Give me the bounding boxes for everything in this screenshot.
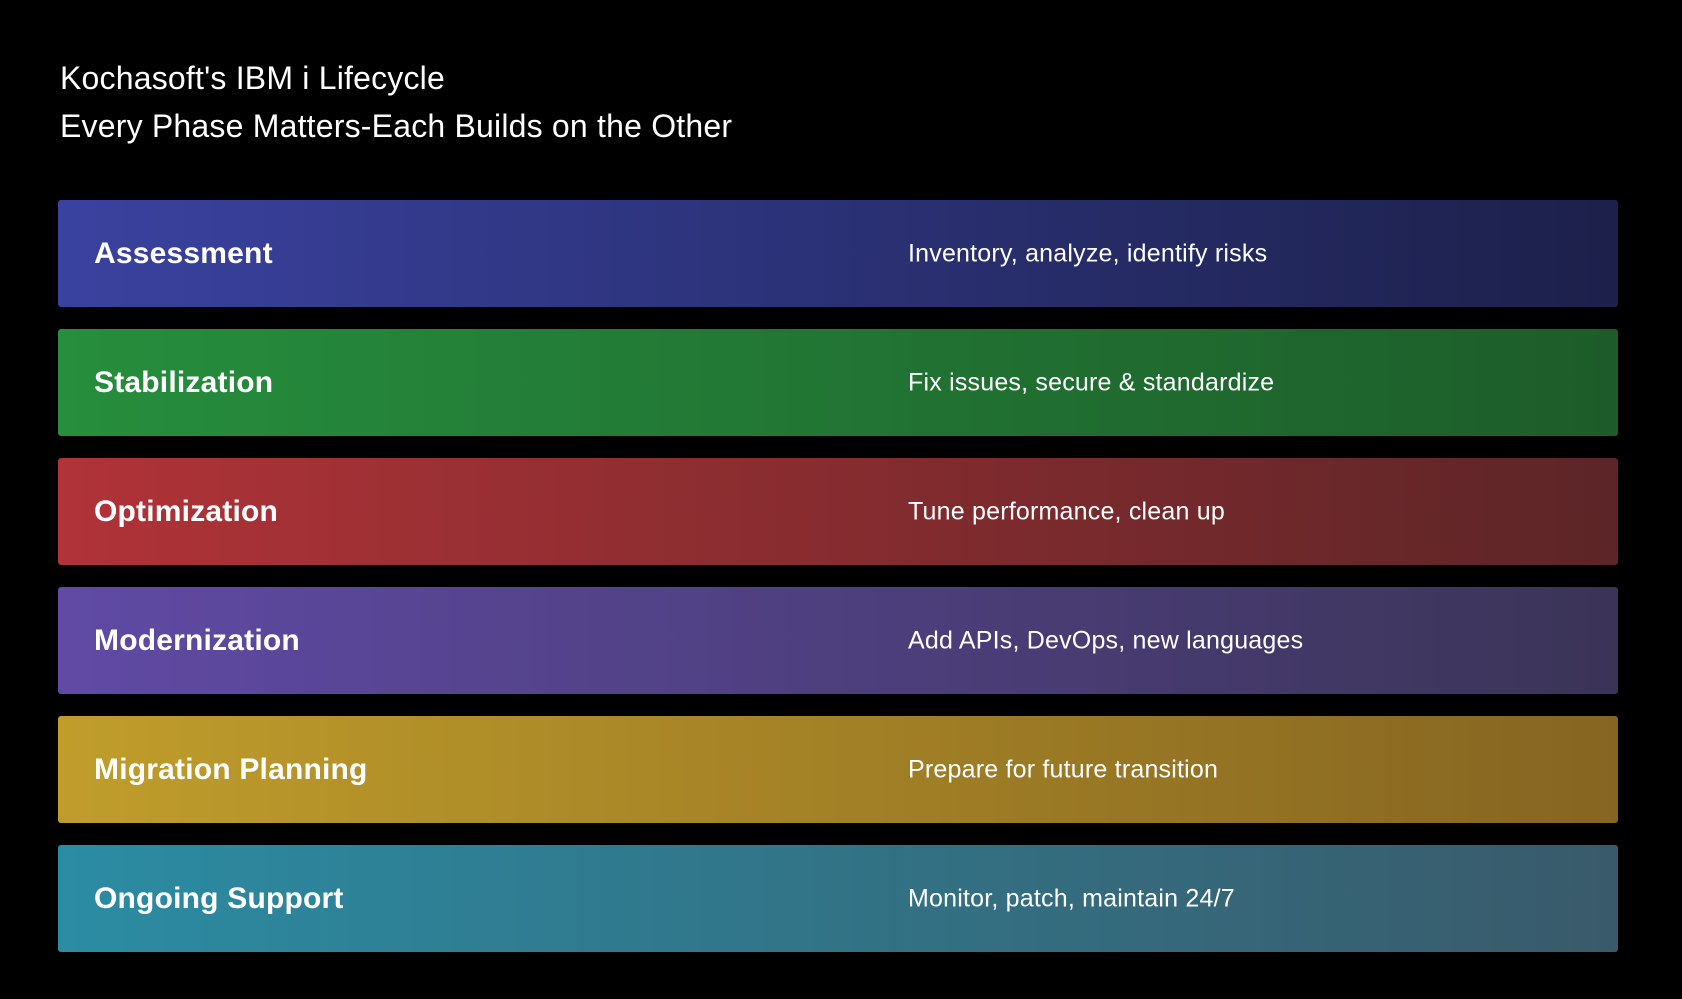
page-title-line2: Every Phase Matters-Each Builds on the O… <box>60 108 733 144</box>
phase-description: Tune performance, clean up <box>908 497 1225 525</box>
phase-description: Inventory, analyze, identify risks <box>908 239 1268 267</box>
phase-name: Assessment <box>94 236 273 270</box>
phase-name: Stabilization <box>94 365 274 399</box>
phase-row-assessment: Assessment Inventory, analyze, identify … <box>58 200 1618 307</box>
phase-description: Add APIs, DevOps, new languages <box>908 626 1304 654</box>
phase-description: Prepare for future transition <box>908 755 1219 783</box>
phase-row-stabilization: Stabilization Fix issues, secure & stand… <box>58 329 1618 436</box>
phase-description: Monitor, patch, maintain 24/7 <box>908 884 1235 912</box>
phase-description: Fix issues, secure & standardize <box>908 368 1275 396</box>
phase-name: Optimization <box>94 494 279 528</box>
phase-row-optimization: Optimization Tune performance, clean up <box>58 458 1618 565</box>
page-title: Kochasoft's IBM i Lifecycle Every Phase … <box>60 54 732 150</box>
phase-row-migration-planning: Migration Planning Prepare for future tr… <box>58 716 1618 823</box>
lifecycle-phase-list: Assessment Inventory, analyze, identify … <box>58 200 1618 974</box>
phase-row-ongoing-support: Ongoing Support Monitor, patch, maintain… <box>58 845 1618 952</box>
phase-name: Migration Planning <box>94 752 368 786</box>
phase-name: Modernization <box>94 623 300 657</box>
phase-row-modernization: Modernization Add APIs, DevOps, new lang… <box>58 587 1618 694</box>
page-title-line1: Kochasoft's IBM i Lifecycle <box>60 60 445 96</box>
phase-name: Ongoing Support <box>94 881 344 915</box>
